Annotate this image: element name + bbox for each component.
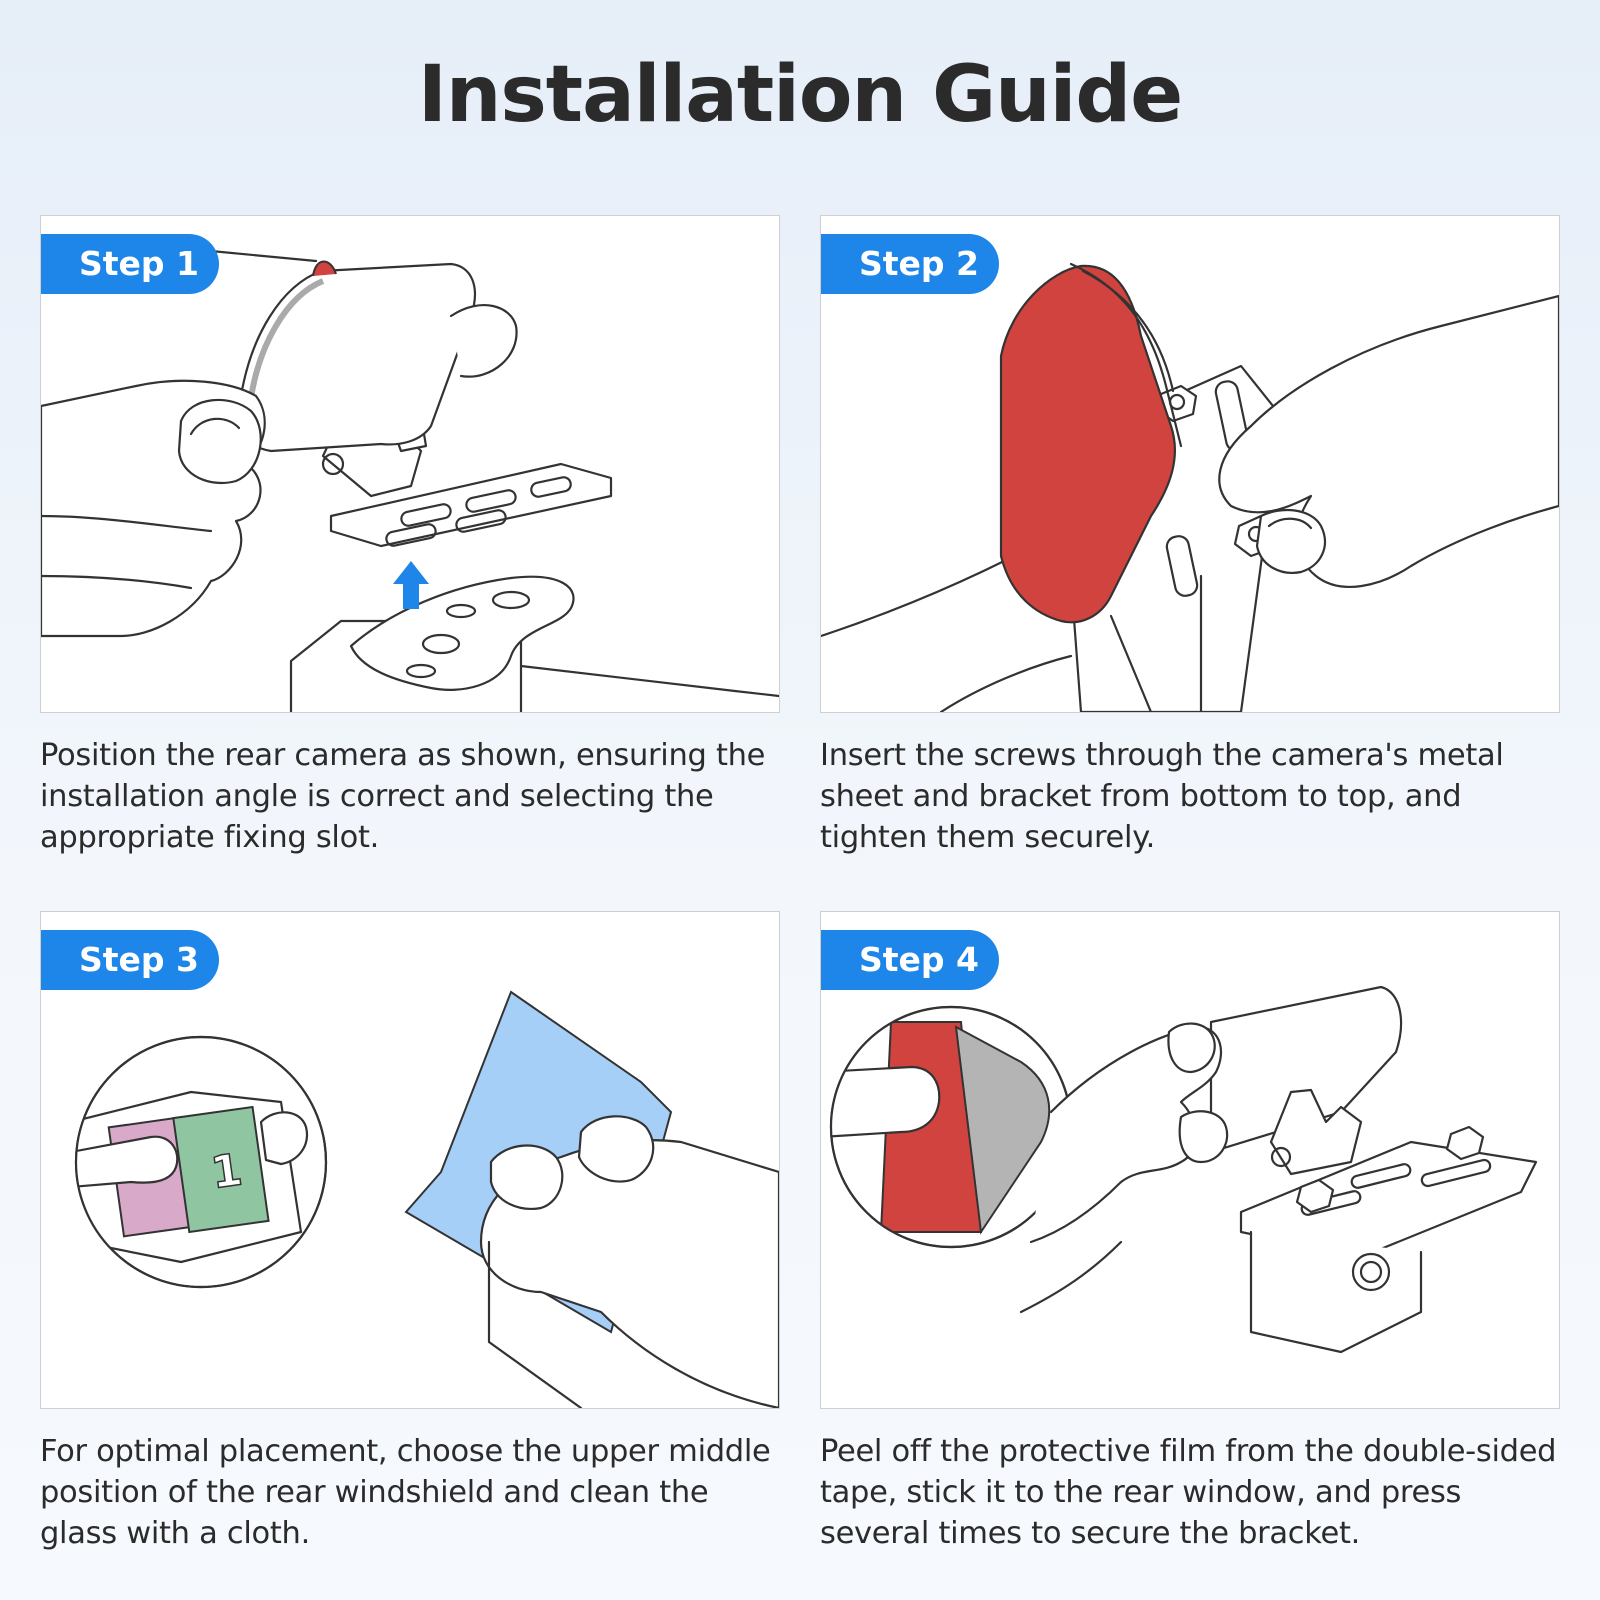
step-2-illustration-panel: Step 2 [820, 215, 1560, 713]
step-1-description: Position the rear camera as shown, ensur… [40, 738, 766, 855]
step-4-badge: Step 4 [821, 930, 999, 990]
step-4-illustration [829, 985, 1538, 1354]
step-2-description: Insert the screws through the camera's m… [820, 738, 1504, 855]
step-1-illustration [41, 249, 779, 712]
step-3-illustration: 1 [74, 990, 779, 1408]
step-2-badge: Step 2 [821, 234, 999, 294]
step-3-description: For optimal placement, choose the upper … [40, 1434, 771, 1551]
step-4-description: Peel off the protective film from the do… [820, 1434, 1557, 1551]
page-title: Installation Guide [417, 50, 1183, 140]
step-1-illustration-panel: Step 1 [40, 215, 780, 713]
step-4-illustration-panel: Step 4 [820, 911, 1560, 1409]
step-1-badge: Step 1 [41, 234, 219, 294]
step-2-illustration [821, 262, 1559, 712]
step-3-badge: Step 3 [41, 930, 219, 990]
step-3-illustration-panel: Step 3 1 [40, 911, 780, 1409]
